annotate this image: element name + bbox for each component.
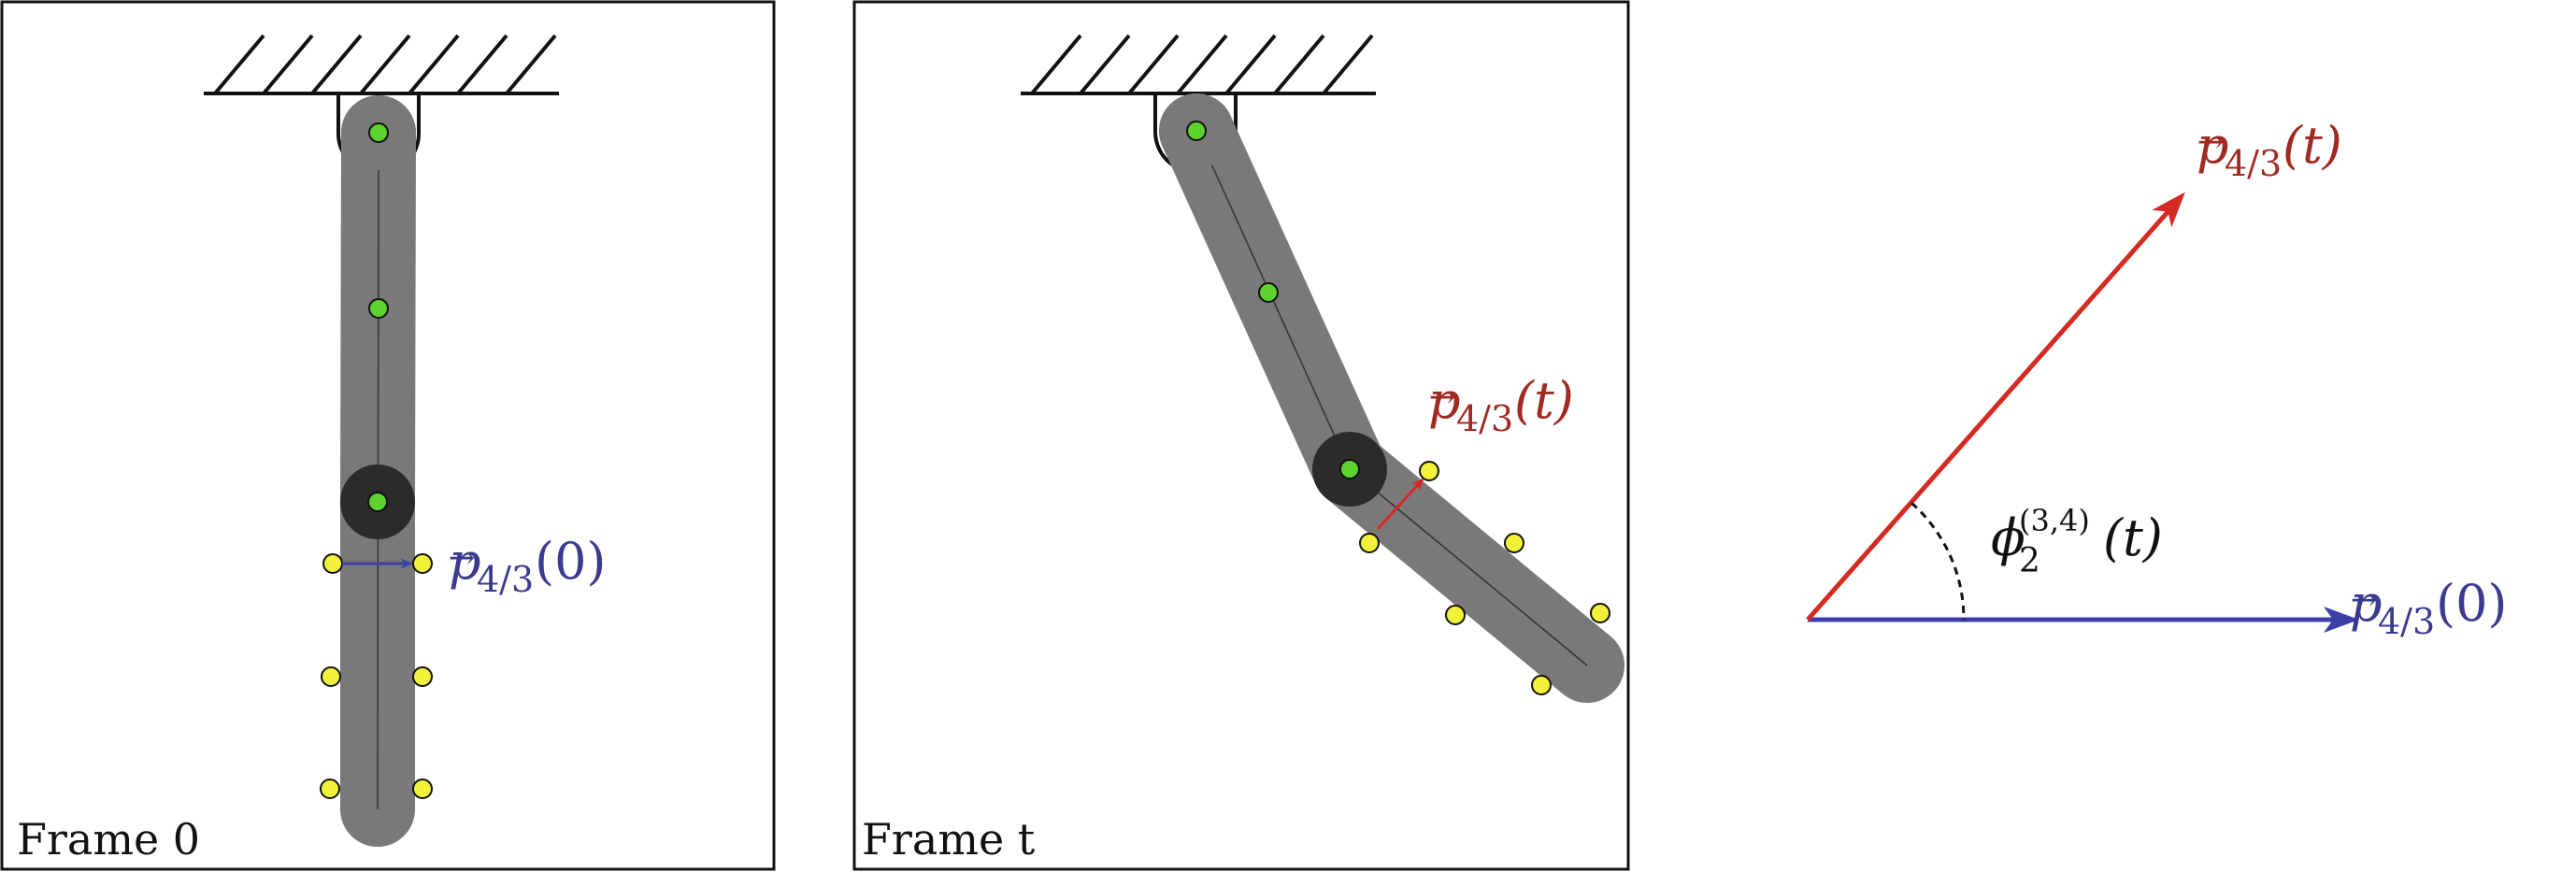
vector-base: p (2197, 116, 2229, 175)
surface-marker-0-d (412, 666, 433, 687)
surface-marker-t-f (1531, 675, 1552, 695)
surface-marker-t-d (1445, 605, 1466, 625)
vector-arrow-symbol: → (2351, 581, 2378, 619)
vector-subscript: 4/3 (477, 559, 534, 600)
vector-base: p (1428, 371, 1461, 430)
vector-base: p (449, 532, 481, 591)
surface-marker-0-e (320, 779, 340, 799)
center-marker-t-c (1339, 459, 1360, 479)
initial-vector-label: → p 4/3 (0) (2350, 574, 2508, 642)
center-marker-0-a (368, 122, 389, 143)
surface-marker-0-c (321, 666, 341, 687)
vector-p43-initial-label: → p 4/3 (0) (449, 532, 607, 600)
center-marker-0-b (368, 298, 389, 319)
center-marker-0-c (367, 492, 388, 512)
panel-frame-t-border (852, 0, 1630, 871)
surface-marker-0-b (412, 553, 433, 574)
panel-frame-t: → p 4/3 (t) Frame t (852, 0, 1630, 871)
vector-arrow-symbol: → (2197, 123, 2225, 161)
panel-frame-0: → p 4/3 (0) Frame 0 (0, 0, 776, 871)
vector-argument: (0) (2436, 574, 2508, 633)
vector-arrow-symbol: → (1429, 379, 1456, 416)
angle-arc (1911, 501, 1966, 621)
vector-subscript: 4/3 (2225, 143, 2282, 184)
vector-p43-current-arrow (1376, 478, 1424, 531)
center-marker-t-a (1186, 121, 1207, 141)
current-vector-arrow (1806, 192, 2185, 622)
angle-superscript: (3,4) (2019, 503, 2090, 538)
surface-marker-0-f (412, 779, 433, 799)
surface-marker-0-a (322, 553, 343, 574)
angle-label: ϕ 2 (3,4) (t) (1991, 503, 2163, 580)
vector-subscript: 4/3 (1456, 398, 1513, 439)
frame-caption-t: Frame t (862, 814, 1036, 865)
surface-marker-t-e (1590, 603, 1610, 623)
angle-subscript: 2 (2019, 542, 2040, 580)
angle-diagram: → p 4/3 (t) → p 4/3 (0) ϕ 2 (3,4) (t) (1806, 116, 2508, 642)
vector-base: p (2350, 574, 2383, 633)
surface-marker-t-b (1359, 533, 1380, 553)
angle-argument: (t) (2103, 508, 2163, 567)
vector-subscript: 4/3 (2378, 601, 2435, 642)
vector-argument: (t) (2283, 116, 2342, 175)
vector-argument: (0) (535, 532, 607, 591)
panel-frame-0-border (0, 0, 776, 871)
surface-marker-t-c (1504, 533, 1524, 553)
vector-argument: (t) (1514, 371, 1574, 430)
limb-axis-t-lower (1349, 468, 1588, 666)
vector-p43-current-label-frame: → p 4/3 (t) (1428, 371, 1574, 439)
vector-arrow-symbol: → (449, 539, 476, 577)
frame-caption-0: Frame 0 (17, 814, 200, 865)
angle-symbol: ϕ (1991, 508, 2025, 567)
center-marker-t-b (1258, 282, 1279, 303)
surface-marker-t-a (1419, 461, 1439, 481)
current-vector-label: → p 4/3 (t) (2197, 116, 2342, 184)
